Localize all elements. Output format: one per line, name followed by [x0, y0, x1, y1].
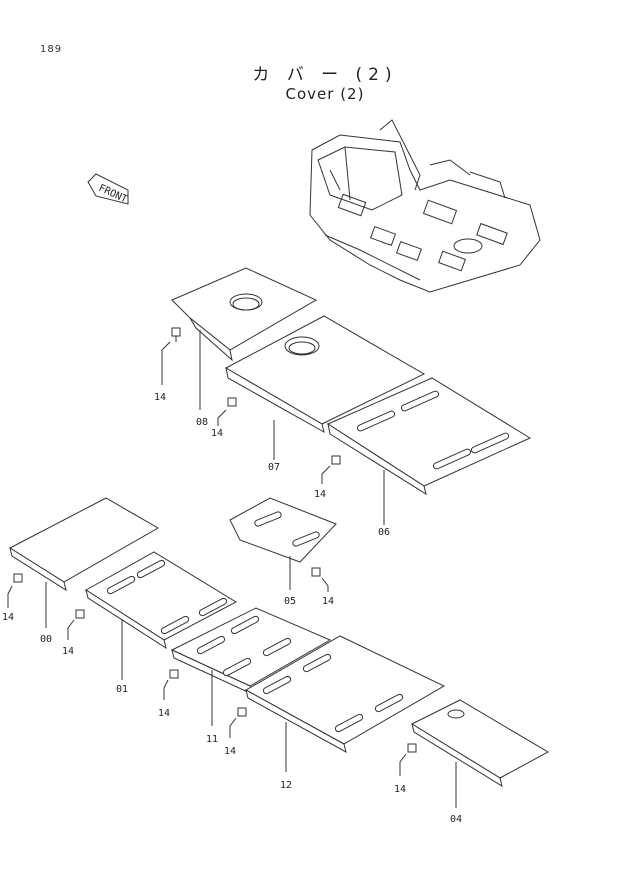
label-14: 14	[62, 646, 74, 657]
cover-part-07: 07	[224, 315, 426, 473]
cover-part-01: 01	[85, 551, 238, 695]
bolt-14-a: 14	[154, 327, 181, 403]
bolt-14-f: 14	[62, 609, 85, 657]
bolt-14-c: 14	[314, 455, 341, 500]
cover-part-08: 08	[171, 267, 318, 428]
label-14: 14	[394, 784, 406, 795]
page-number: 189	[40, 44, 63, 55]
label-14: 14	[211, 428, 223, 439]
bolt-14-b: 14	[211, 397, 237, 439]
bolt-14-e: 14	[2, 573, 23, 623]
label-05: 05	[284, 596, 296, 607]
title-japanese: カ バ ー (2)	[252, 65, 398, 85]
label-14: 14	[2, 612, 14, 623]
label-14: 14	[314, 489, 326, 500]
bolt-14-g: 14	[158, 669, 179, 719]
label-08: 08	[196, 417, 208, 428]
cover-part-06: 06	[326, 377, 532, 538]
title-english: Cover (2)	[285, 85, 365, 103]
label-14: 14	[154, 392, 166, 403]
label-14: 14	[224, 746, 236, 757]
label-14: 14	[322, 596, 334, 607]
excavator-overview	[309, 119, 541, 293]
label-06: 06	[378, 527, 390, 538]
cover-part-12: 12	[244, 635, 446, 791]
bolt-14-i: 14	[394, 743, 417, 795]
cover-part-00: 00	[8, 497, 160, 645]
label-00: 00	[40, 634, 52, 645]
cover-part-05: 05	[229, 497, 337, 607]
cover-part-11: 11	[170, 607, 332, 745]
label-11: 11	[206, 734, 218, 745]
front-arrow: FRONT	[87, 173, 129, 205]
bolt-14-h: 14	[224, 707, 247, 757]
cover-part-04: 04	[410, 699, 550, 825]
label-04: 04	[450, 814, 462, 825]
label-01: 01	[116, 684, 128, 695]
label-07: 07	[268, 462, 280, 473]
bolt-14-d: 14	[311, 567, 334, 607]
label-12: 12	[280, 780, 292, 791]
label-14: 14	[158, 708, 170, 719]
